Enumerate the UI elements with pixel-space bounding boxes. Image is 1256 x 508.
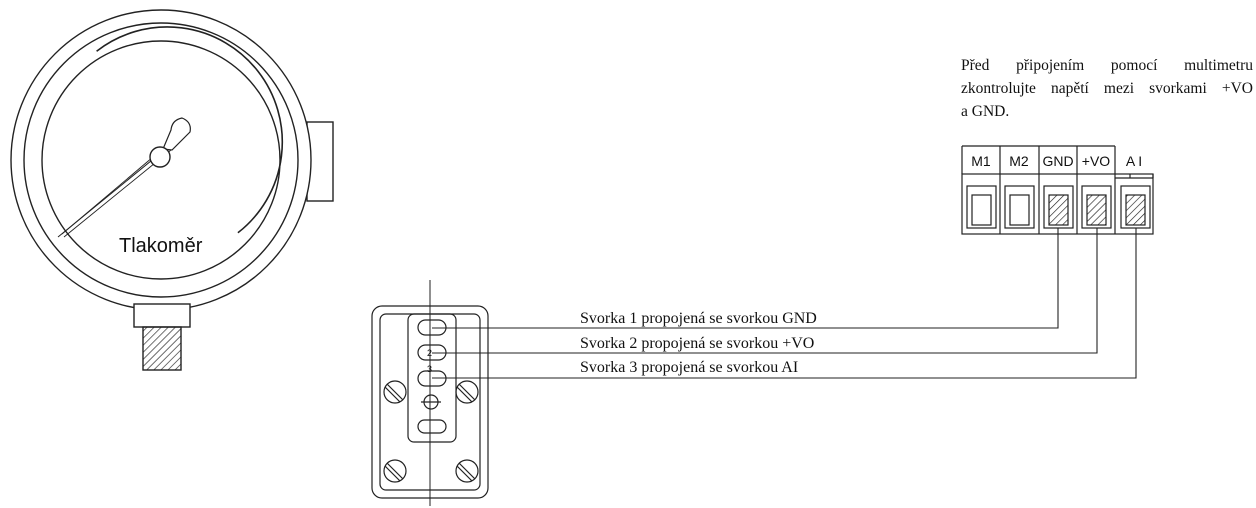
din-connector xyxy=(371,280,489,506)
connector-pin-number-3: 3 xyxy=(427,364,432,374)
gauge-bezel xyxy=(23,22,299,298)
connector-screw-bottom-right xyxy=(455,459,479,483)
terminal-block xyxy=(961,145,1154,235)
warning-note-line-2: zkontrolujte napětí mezi svorkami +VO xyxy=(961,80,1253,97)
wire-1-gnd xyxy=(432,228,1059,329)
wires xyxy=(432,228,1137,379)
gauge-thread xyxy=(142,326,182,371)
warning-note-line-1: Před připojením pomocí multimetru xyxy=(961,57,1253,74)
terminal-screw-ai xyxy=(1120,185,1151,229)
connector-pin-slot-4 xyxy=(417,419,447,434)
wire-label-1: Svorka 1 propojená se svorkou GND xyxy=(580,310,817,327)
warning-note-line-3: a GND. xyxy=(961,103,1010,120)
wire-2-vo xyxy=(432,228,1098,354)
gauge-dial-face xyxy=(41,40,281,280)
connector-screw-bottom-left xyxy=(383,459,407,483)
terminal-label-ai: A I xyxy=(1126,153,1142,169)
terminal-label-m2: M2 xyxy=(1009,153,1029,169)
terminal-label-vo: +VO xyxy=(1082,153,1111,169)
terminal-screw-vo xyxy=(1081,185,1112,229)
wire-label-2: Svorka 2 propojená se svorkou +VO xyxy=(580,335,814,352)
warning-note: Před připojením pomocí multimetru zkontr… xyxy=(961,54,1253,123)
terminal-label-m1: M1 xyxy=(971,153,991,169)
terminal-screw-m2 xyxy=(1004,185,1035,229)
gauge-stem xyxy=(133,303,191,328)
pressure-gauge xyxy=(10,9,334,371)
wire-label-3: Svorka 3 propojená se svorkou AI xyxy=(580,359,798,376)
terminal-label-gnd: GND xyxy=(1042,153,1073,169)
connector-pin-number-2: 2 xyxy=(427,348,432,358)
gauge-needle-hub xyxy=(149,146,171,168)
gauge-scale-arc xyxy=(96,26,284,234)
wire-3-ai xyxy=(432,228,1137,379)
terminal-screw-m1 xyxy=(966,185,997,229)
connector-screw-mid-left xyxy=(383,380,407,404)
gauge-needle-tail xyxy=(162,117,191,151)
terminal-screw-gnd xyxy=(1043,185,1074,229)
gauge-label: Tlakoměr xyxy=(119,235,203,257)
connector-screw-mid-right xyxy=(455,380,479,404)
